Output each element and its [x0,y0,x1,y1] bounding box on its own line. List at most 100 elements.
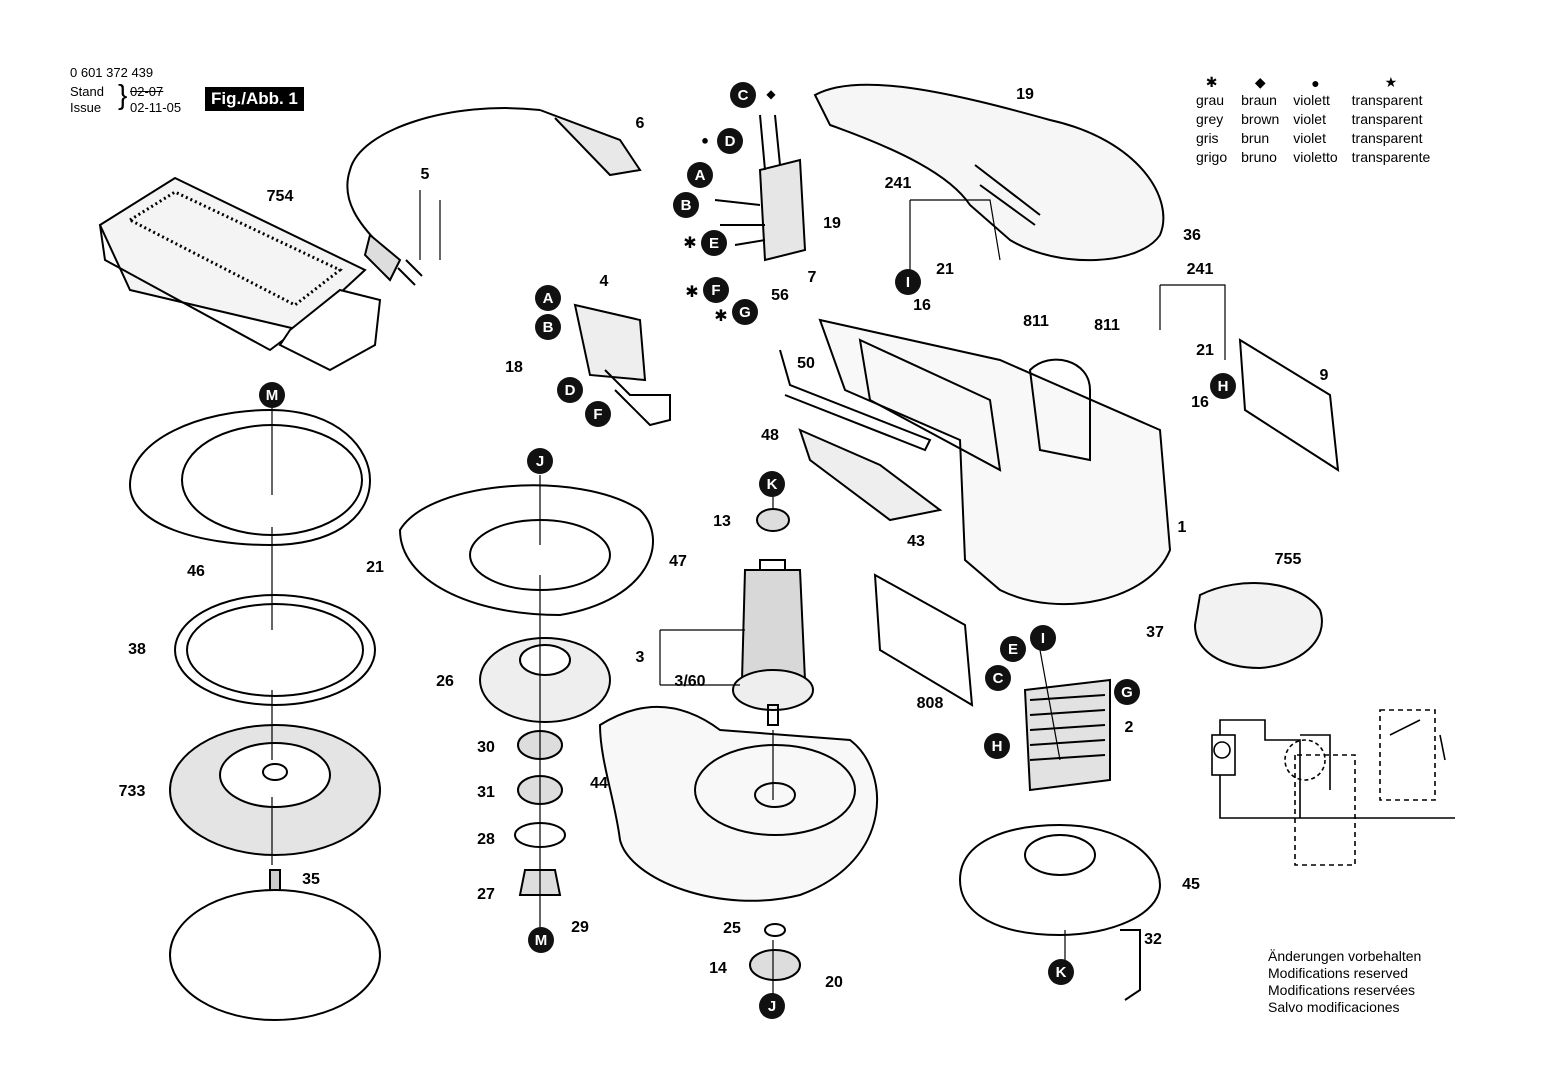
sheet-808 [873,573,974,707]
callout-badge: E [701,230,727,256]
part-label: 36 [1183,227,1201,244]
handle-cover-36 [813,83,1165,262]
base-44 [598,705,878,902]
part-label: 26 [436,673,454,690]
callout-badge: J [759,993,785,1019]
part-label: 29 [571,919,589,936]
legend-cell: brun [1241,130,1270,146]
legend-cell: brown [1241,111,1280,127]
seal-38 [174,594,376,706]
part-label: 28 [477,831,495,848]
callout-badge: K [759,471,785,497]
callout-badge: J [527,448,553,474]
stand-label: Stand [70,84,104,99]
issue-label: Issue [70,100,102,115]
legend-cell: transparente [1351,149,1431,165]
part-label: 811 [1023,313,1049,330]
callout-badge: H [984,733,1010,759]
callout-badge: G [732,299,758,325]
part-label: 13 [713,513,731,530]
grey-mark: ✱ [714,308,728,325]
bearing-14 [749,949,801,981]
part-label: 47 [669,553,687,570]
callout-badge: C [985,665,1011,691]
cover-45 [958,823,1162,937]
part-label: 43 [907,533,925,550]
part-label: 16 [1191,394,1209,411]
grey-mark: ✱ [683,235,697,252]
notes-block: Änderungen vorbehalten Modifications res… [1268,948,1421,1016]
fan-26 [479,637,611,723]
hook-disc [169,889,381,1021]
violet-mark: ● [701,132,709,148]
callout-badge: A [535,285,561,311]
brown-mark: ◆ [766,87,776,101]
legend-cell: grau [1196,92,1225,108]
part-label: 50 [797,355,815,372]
housing-1 [818,318,1172,606]
legend-cell: transparent [1351,111,1423,127]
legend-symbol: ● [1311,74,1320,91]
callout-badge: I [1030,625,1056,651]
legend-cell: grigo [1196,149,1228,165]
part-label: 241 [884,175,912,192]
part-label: 19 [1016,86,1034,103]
part-number: 0 601 372 439 [70,65,154,80]
part-755 [1193,582,1323,670]
callout-badge: F [703,277,729,303]
note-line: Salvo modificaciones [1268,999,1400,1015]
part-50 [779,349,932,452]
legend-symbol: ◆ [1254,74,1266,90]
part-label: 46 [187,563,205,580]
part-label: 25 [723,920,741,937]
part-label: 44 [590,775,608,792]
callout-badge: D [557,377,583,403]
callout-badge: A [687,162,713,188]
part-label: 755 [1274,551,1302,568]
part-label: 21 [936,261,954,278]
part-label: 31 [477,784,495,801]
figure-label: Fig./Abb. 1 [205,87,304,111]
part-label: 3 [635,649,645,666]
part-label: 754 [266,188,294,205]
part-label: 27 [477,886,495,903]
part-label: 16 [913,297,931,314]
part-label: 9 [1319,367,1329,384]
note-line: Änderungen vorbehalten [1268,948,1422,964]
issue-date: 02-11-05 [130,100,182,115]
callout-badge: E [1000,636,1026,662]
sanding-pad-733 [169,724,381,856]
part-label: 21 [366,559,384,576]
part-label: 3/60 [674,673,706,690]
callout-badge: B [535,314,561,340]
part-label: 808 [916,695,944,712]
note-line: Modifications reserved [1268,965,1409,981]
part-label: 37 [1146,624,1164,641]
fan-cover-47 [398,484,654,617]
callout-badge: B [673,192,699,218]
legend-cell: violet [1293,130,1326,146]
callout-badge: G [1114,679,1140,705]
bracket-32 [1120,929,1141,1001]
callout-badge: M [528,927,554,953]
part-label: 45 [1182,876,1200,893]
part-label: 811 [1094,317,1120,334]
part-label: 48 [761,427,779,444]
callout-badge: M [259,382,285,408]
bearing-13 [756,508,790,532]
part-label: 21 [1196,342,1214,359]
part-label: 18 [505,359,523,376]
legend-symbol: ★ [1384,74,1398,90]
legend-cell: violett [1293,92,1330,108]
dust-box-754 [98,176,382,372]
part-label: 38 [128,641,146,658]
legend-cell: grey [1196,111,1224,127]
part-label: 14 [709,960,727,977]
part-label: 6 [635,115,645,132]
callout-badge: F [585,401,611,427]
color-legend: ✱ ◆ ● ★ grau braun violett transparent g… [1196,74,1444,167]
part-label: 20 [825,974,843,991]
note-line: Modifications reservées [1268,982,1416,998]
part-label: 5 [420,166,430,183]
grey-mark: ✱ [685,284,699,301]
